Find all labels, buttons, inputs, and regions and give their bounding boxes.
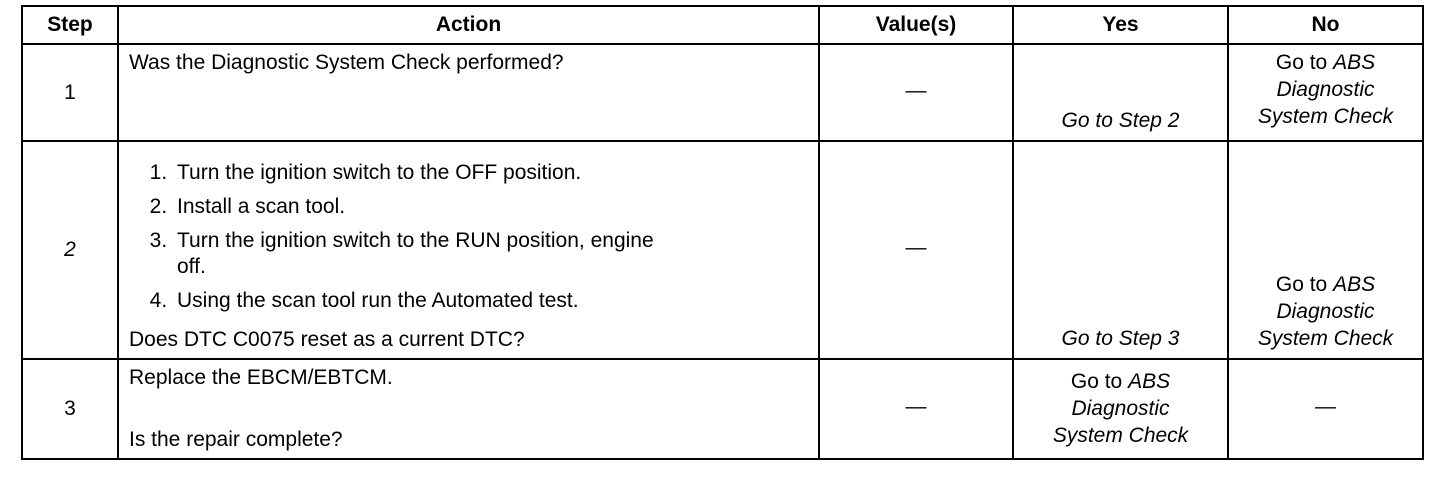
step-number: 2: [21, 140, 119, 360]
value-text: —: [905, 78, 927, 102]
yes-cell: Go to Step 2: [1012, 42, 1229, 143]
no-line3: System Check: [1257, 326, 1394, 350]
action-question: Was the Diagnostic System Check performe…: [129, 51, 564, 74]
no-cell: —: [1227, 357, 1424, 460]
action-question: Does DTC C0075 reset as a current DTC?: [129, 327, 525, 351]
no-ref: ABS: [1333, 272, 1376, 296]
action-step: Turn the ignition switch to the RUN posi…: [173, 228, 677, 280]
yes-text: Go to Step 3: [1061, 326, 1180, 350]
no-cell: Go to ABS Diagnostic System Check: [1227, 140, 1424, 360]
action-cell: Was the Diagnostic System Check performe…: [117, 42, 820, 143]
no-line2: Diagnostic: [1276, 78, 1375, 101]
yes-prefix: Go to: [1070, 370, 1123, 394]
action-cell: Replace the EBCM/EBTCM. Is the repair co…: [117, 357, 820, 460]
header-yes: Yes: [1012, 5, 1229, 45]
header-no: No: [1227, 5, 1424, 45]
diagnostic-table: Step Action Value(s) Yes No 1 Was the Di…: [21, 5, 1424, 460]
yes-cell: Go to ABS Diagnostic System Check: [1012, 357, 1229, 460]
action-step: Using the scan tool run the Automated te…: [173, 288, 677, 314]
yes-line3: System Check: [1052, 424, 1189, 448]
action-instruction: Replace the EBCM/EBTCM.: [129, 365, 393, 389]
table-row: 2 Turn the ignition switch to the OFF po…: [21, 140, 1424, 360]
action-step: Install a scan tool.: [173, 194, 677, 220]
yes-line2: Diagnostic: [1071, 397, 1170, 421]
header-values: Value(s): [818, 5, 1014, 45]
table-row: 1 Was the Diagnostic System Check perfor…: [21, 42, 1424, 143]
no-prefix: Go to: [1275, 51, 1328, 74]
yes-cell: Go to Step 3: [1012, 140, 1229, 360]
header-step: Step: [21, 5, 119, 45]
no-cell: Go to ABS Diagnostic System Check: [1227, 42, 1424, 143]
yes-ref: ABS: [1128, 370, 1171, 394]
yes-text: Go to Step 2: [1061, 109, 1180, 133]
no-line3: System Check: [1257, 105, 1394, 128]
action-steps-list: Turn the ignition switch to the OFF posi…: [129, 160, 677, 322]
no-line2: Diagnostic: [1276, 299, 1375, 323]
value-cell: —: [818, 140, 1014, 360]
action-step: Turn the ignition switch to the OFF posi…: [173, 160, 677, 186]
value-cell: —: [818, 357, 1014, 460]
action-cell: Turn the ignition switch to the OFF posi…: [117, 140, 820, 360]
table-row: 3 Replace the EBCM/EBTCM. Is the repair …: [21, 357, 1424, 460]
value-cell: —: [818, 42, 1014, 143]
no-prefix: Go to: [1275, 272, 1328, 296]
no-text: —: [1315, 394, 1336, 418]
action-question: Is the repair complete?: [129, 428, 343, 451]
value-text: —: [905, 235, 927, 259]
header-action: Action: [117, 5, 820, 45]
no-ref: ABS: [1333, 51, 1376, 74]
value-text: —: [905, 394, 927, 418]
step-number: 1: [21, 42, 119, 143]
step-number: 3: [21, 357, 119, 460]
table-header-row: Step Action Value(s) Yes No: [21, 5, 1424, 45]
